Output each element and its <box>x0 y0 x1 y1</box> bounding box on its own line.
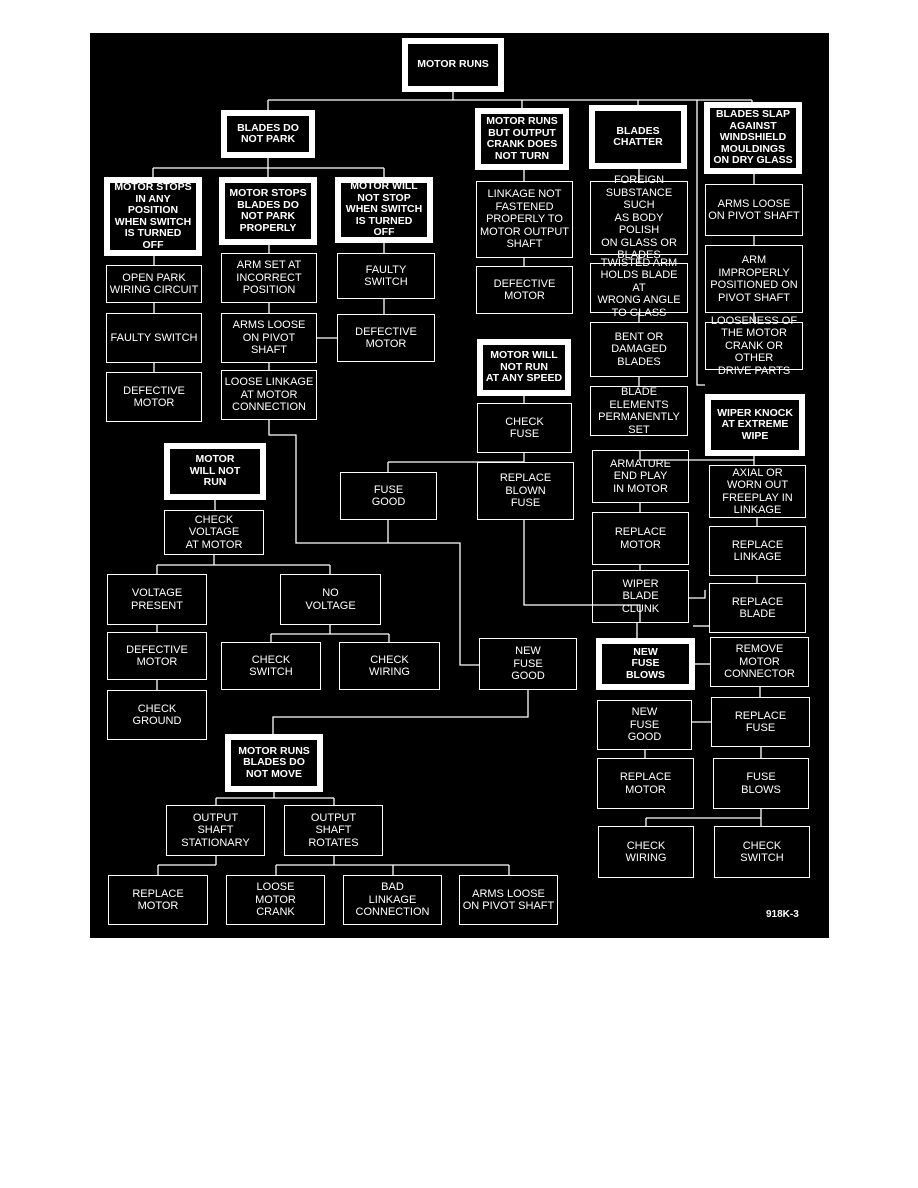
flow-node-e2: TWISTED ARM HOLDS BLADE AT WRONG ANGLE T… <box>590 257 688 319</box>
flow-node-w1: ARMATURE END PLAY IN MOTOR <box>592 450 689 503</box>
flow-node-f1: ARMS LOOSE ON PIVOT SHAFT <box>705 184 803 236</box>
flow-node-m1: CHECK VOLTAGE AT MOTOR <box>164 510 264 555</box>
flow-node-n8: CHECK WIRING <box>598 826 694 878</box>
flow-node-g0: MOTOR WILL NOT RUN AT ANY SPEED <box>477 339 571 396</box>
flow-node-m7: CHECK WIRING <box>339 642 440 690</box>
flow-node-r5: BAD LINKAGE CONNECTION <box>343 875 442 925</box>
flow-node-w6: REPLACE BLADE <box>709 583 806 633</box>
flow-node-m0: MOTOR WILL NOT RUN <box>164 443 266 500</box>
flow-node-m2: VOLTAGE PRESENT <box>107 574 207 625</box>
flow-node-m6: CHECK SWITCH <box>221 642 321 690</box>
flow-node-n6: REPLACE MOTOR <box>597 758 694 809</box>
flow-node-g1: CHECK FUSE <box>477 403 572 453</box>
flow-node-s3: MOTOR WILL NOT STOP WHEN SWITCH IS TURNE… <box>335 177 433 243</box>
flow-node-f3: LOOSENESS OF THE MOTOR CRANK OR OTHER DR… <box>705 315 803 377</box>
flow-node-c2: DEFECTIVE MOTOR <box>337 314 435 362</box>
flow-node-s1: MOTOR STOPS IN ANY POSITION WHEN SWITCH … <box>104 177 202 256</box>
flow-node-r2: OUTPUT SHAFT ROTATES <box>284 805 383 856</box>
flow-node-c1: FAULTY SWITCH <box>337 253 435 299</box>
flow-node-n2: NEW FUSE BLOWS <box>596 638 695 690</box>
flow-node-w2: AXIAL OR WORN OUT FREEPLAY IN LINKAGE <box>709 465 806 518</box>
flow-node-h1: BLADES DO NOT PARK <box>221 110 315 158</box>
flow-node-e1: FOREIGN SUBSTANCE SUCH AS BODY POLISH ON… <box>590 174 688 261</box>
flow-node-b1: ARM SET AT INCORRECT POSITION <box>221 253 317 303</box>
flow-node-g2: FUSE GOOD <box>340 472 437 520</box>
flow-node-h4: BLADES SLAP AGAINST WINDSHIELD MOULDINGS… <box>704 102 802 174</box>
flow-node-a3: DEFECTIVE MOTOR <box>106 372 202 422</box>
flow-node-a1: OPEN PARK WIRING CIRCUIT <box>106 265 202 303</box>
flow-node-f2: ARM IMPROPERLY POSITIONED ON PIVOT SHAFT <box>705 245 803 313</box>
flow-node-root: MOTOR RUNS <box>402 38 504 92</box>
flow-node-r1: OUTPUT SHAFT STATIONARY <box>166 805 265 856</box>
flow-node-b2: ARMS LOOSE ON PIVOT SHAFT <box>221 313 317 363</box>
flow-node-s2: MOTOR STOPS BLADES DO NOT PARK PROPERLY <box>219 177 317 245</box>
flow-node-m3: NO VOLTAGE <box>280 574 381 625</box>
flow-node-n1: NEW FUSE GOOD <box>479 638 577 690</box>
flow-node-w5: WIPER BLADE CLUNK <box>592 570 689 623</box>
flow-node-d1: LINKAGE NOT FASTENED PROPERLY TO MOTOR O… <box>476 181 573 258</box>
flow-node-n9: CHECK SWITCH <box>714 826 810 878</box>
flow-node-m5: CHECK GROUND <box>107 690 207 740</box>
flow-node-d2: DEFECTIVE MOTOR <box>476 266 573 314</box>
figure-label: 918K-3 <box>766 909 799 920</box>
flow-node-n3: REMOVE MOTOR CONNECTOR <box>710 637 809 687</box>
flow-node-e4: BLADE ELEMENTS PERMANENTLY SET <box>590 386 688 436</box>
flow-node-g3: REPLACE BLOWN FUSE <box>477 462 574 520</box>
flow-node-n7: FUSE BLOWS <box>713 758 809 809</box>
flow-node-n4: NEW FUSE GOOD <box>597 700 692 750</box>
flow-node-n5: REPLACE FUSE <box>711 697 810 747</box>
flow-node-b3: LOOSE LINKAGE AT MOTOR CONNECTION <box>221 370 317 420</box>
flow-node-r4: LOOSE MOTOR CRANK <box>226 875 325 925</box>
flow-node-e3: BENT OR DAMAGED BLADES <box>590 322 688 377</box>
flow-node-a2: FAULTY SWITCH <box>106 313 202 363</box>
flow-node-r6: ARMS LOOSE ON PIVOT SHAFT <box>459 875 558 925</box>
flow-node-w3: REPLACE MOTOR <box>592 512 689 565</box>
flow-node-m4: DEFECTIVE MOTOR <box>107 632 207 680</box>
flow-node-h2: MOTOR RUNS BUT OUTPUT CRANK DOES NOT TUR… <box>475 108 569 170</box>
flow-node-r0: MOTOR RUNS BLADES DO NOT MOVE <box>225 734 323 792</box>
flow-node-h3: BLADES CHATTER <box>589 105 687 169</box>
flow-node-r3: REPLACE MOTOR <box>108 875 208 925</box>
flow-node-w0: WIPER KNOCK AT EXTREME WIPE <box>705 394 805 456</box>
flow-node-w4: REPLACE LINKAGE <box>709 526 806 576</box>
